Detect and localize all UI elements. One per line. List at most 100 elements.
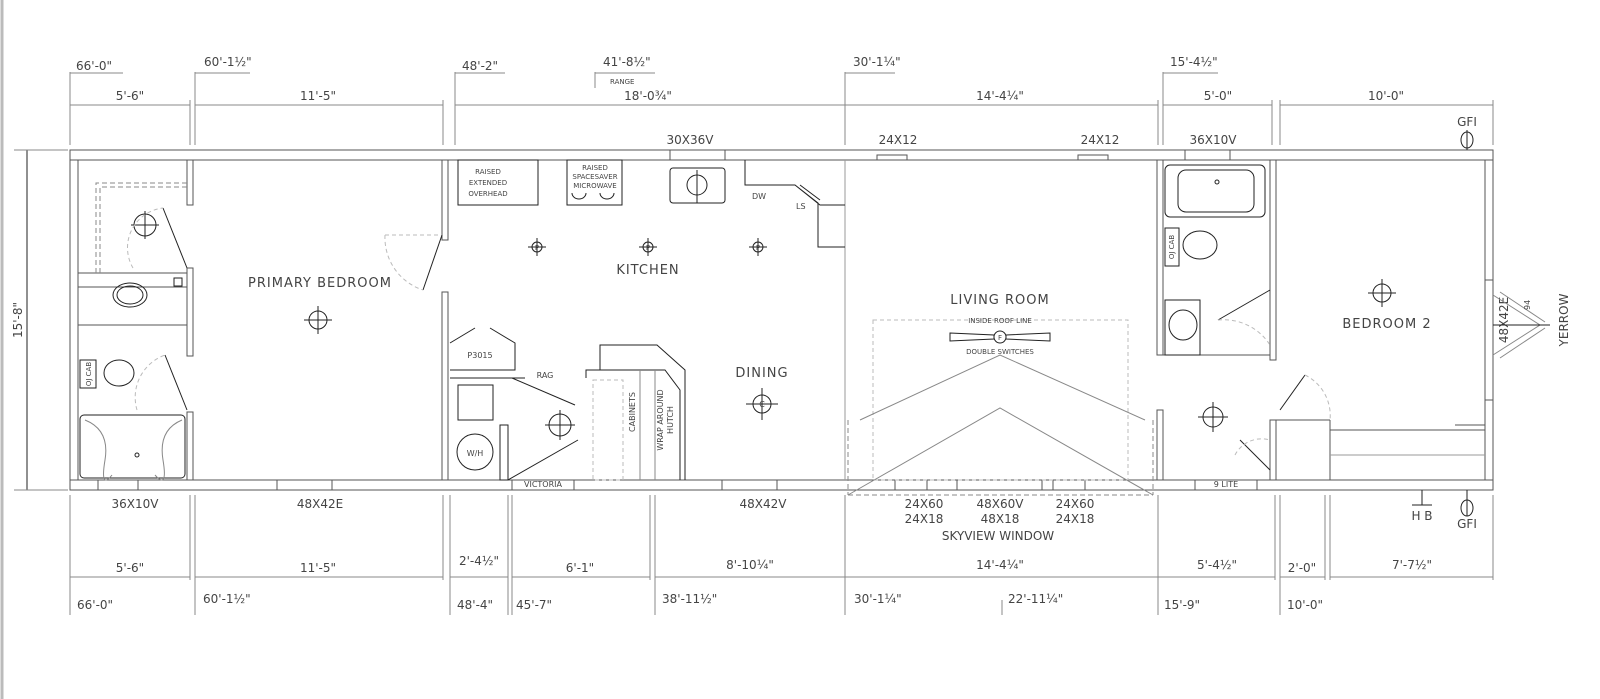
- chandelier-icon: [746, 388, 778, 420]
- hutch: CABINETS WRAP AROUND HUTCH: [585, 344, 686, 481]
- dim-bottom-running-8: 15'-9": [1164, 598, 1200, 612]
- dim-bottom-3: 2'-4½": [459, 554, 499, 568]
- window-36x10v-top: 36X10V: [1190, 133, 1238, 147]
- dim-bottom-running-5: 38'-11½": [662, 592, 717, 606]
- skyview-window-center: 48X60V: [977, 497, 1025, 511]
- top-dimension-chain: 5'-6" 11'-5" 18'-0¾" 14'-4¼" 5'-0" 10'-0…: [69, 55, 1494, 145]
- gfi-outlet-top: GFI: [1457, 115, 1477, 150]
- hitch: 94 YERROW: [1492, 291, 1571, 359]
- ceiling-light-icon: [304, 306, 332, 334]
- dim-top-running-5: 30'-1¼": [853, 55, 901, 69]
- hose-bib-label: H B: [1411, 509, 1432, 523]
- depth-dimension: 15'-8": [11, 149, 68, 491]
- room-kitchen: KITCHEN: [616, 263, 679, 278]
- dim-bottom-running-6: 30'-1¼": [854, 592, 902, 606]
- microwave-label-3: MICROWAVE: [573, 182, 616, 190]
- inside-roof-line-label: INSIDE ROOF LINE: [968, 317, 1032, 325]
- room-primary-bedroom: PRIMARY BEDROOM: [248, 276, 392, 291]
- chandelier-label: C: [759, 400, 765, 409]
- dim-bottom-running-7: 22'-11¼": [1008, 592, 1063, 606]
- double-switches-label: DOUBLE SWITCHES: [966, 348, 1034, 356]
- door-arc: [384, 234, 424, 291]
- hitch-number: 94: [1523, 300, 1532, 310]
- skyview-transom-right: 24X18: [1056, 512, 1095, 526]
- front-door-label: VICTORIA: [524, 480, 563, 489]
- hall-area: [1198, 374, 1331, 471]
- range-note: RANGE: [610, 78, 634, 86]
- dim-top-running-6: 15'-4½": [1170, 55, 1218, 69]
- skyview-label: SKYVIEW WINDOW: [942, 529, 1054, 543]
- dim-top-6: 10'-0": [1368, 89, 1404, 103]
- rear-door-label: 9 LITE: [1214, 480, 1238, 489]
- room-dining: DINING: [735, 366, 788, 381]
- hitch-label: YERROW: [1557, 293, 1571, 347]
- dim-top-running-1: 66'-0": [76, 59, 112, 73]
- dim-bottom-running-4: 45'-7": [516, 598, 552, 612]
- pendant-label-1: P: [535, 244, 539, 252]
- dim-top-running-3: 48'-2": [462, 59, 498, 73]
- dim-bottom-1: 5'-6": [116, 561, 144, 575]
- window-36x10v-bottom: 36X10V: [112, 497, 160, 511]
- window-48x42v: 48X42V: [740, 497, 788, 511]
- interior-walls: [78, 159, 1485, 481]
- exterior-walls: [69, 149, 1494, 491]
- dim-top-3: 18'-0¾": [624, 89, 672, 103]
- primary-bath: OJ CAB: [79, 182, 188, 481]
- top-windows: [97, 149, 1494, 491]
- pendant-label-2: P: [646, 244, 650, 252]
- cabinets-label: CABINETS: [628, 392, 637, 432]
- bottom-dimension-chain: 5'-6" 11'-5" 2'-4½" 6'-1" 8'-10¼" 14'-4¼…: [69, 495, 1494, 615]
- microwave-label-1: RAISED: [582, 164, 608, 172]
- skyview-outline: [847, 354, 1154, 496]
- hutch-label-2: HUTCH: [666, 406, 675, 434]
- dim-bottom-5: 8'-10¼": [726, 558, 774, 572]
- gfi-outlet-bottom: GFI: [1457, 490, 1477, 531]
- skyview-window-right: 24X60: [1056, 497, 1095, 511]
- dim-bottom-6: 14'-4¼": [976, 558, 1024, 572]
- dim-top-running-4: 41'-8½": [603, 55, 651, 69]
- window-48x42e: 48X42E: [297, 497, 343, 511]
- microwave-label-2: SPACESAVER: [572, 173, 617, 181]
- dim-bottom-4: 6'-1": [566, 561, 594, 575]
- dim-bottom-7: 5'-4½": [1197, 558, 1237, 572]
- dim-bottom-running-1: 66'-0": [77, 598, 113, 612]
- inside-roof-line: [872, 319, 1129, 481]
- dim-top-1: 5'-6": [116, 89, 144, 103]
- dim-bottom-running-3: 48'-4": [457, 598, 493, 612]
- window-24x12-a: 24X12: [879, 133, 918, 147]
- oj-cab-label-primary: OJ CAB: [85, 362, 93, 386]
- rear-door: 9 LITE: [1194, 479, 1258, 491]
- oj-cab-label-bath2: OJ CAB: [1168, 235, 1176, 259]
- dim-depth: 15'-8": [11, 302, 25, 338]
- front-door: VICTORIA: [511, 479, 575, 491]
- skyview-window-left: 24X60: [905, 497, 944, 511]
- ceiling-fan-icon: [949, 330, 1051, 344]
- pendant-lights: [528, 238, 767, 256]
- dim-bottom-8: 2'-0": [1288, 561, 1316, 575]
- dim-top-4: 14'-4¼": [976, 89, 1024, 103]
- gfi-label-top: GFI: [1457, 115, 1477, 129]
- dw-label: DW: [752, 192, 766, 201]
- ceiling-light-icon-bedroom-2: [1368, 279, 1396, 307]
- hose-bib: H B: [1411, 490, 1433, 523]
- overhead-label-3: OVERHEAD: [468, 190, 507, 198]
- rag-label: RAG: [537, 371, 554, 380]
- dim-bottom-running-2: 60'-1½": [203, 592, 251, 606]
- dim-top-5: 5'-0": [1204, 89, 1232, 103]
- overhead-label-1: RAISED: [475, 168, 501, 176]
- gfi-label-bottom: GFI: [1457, 517, 1477, 531]
- room-living-room: LIVING ROOM: [950, 293, 1049, 308]
- dim-top-running-2: 60'-1½": [204, 55, 252, 69]
- utility-area: P3015 RAG W/H: [449, 327, 579, 481]
- room-bedroom-2: BEDROOM 2: [1342, 317, 1431, 332]
- pendant-label-3: P: [756, 244, 760, 252]
- skyview-transom-left: 24X18: [905, 512, 944, 526]
- dim-top-2: 11'-5": [300, 89, 336, 103]
- window-48x42e-end: 48X42E: [1497, 297, 1511, 343]
- bedroom-door: [422, 234, 443, 291]
- window-24x12-b: 24X12: [1081, 133, 1120, 147]
- water-heater-label: W/H: [467, 449, 484, 458]
- fan-label: F: [998, 334, 1002, 342]
- ls-label: LS: [796, 202, 806, 211]
